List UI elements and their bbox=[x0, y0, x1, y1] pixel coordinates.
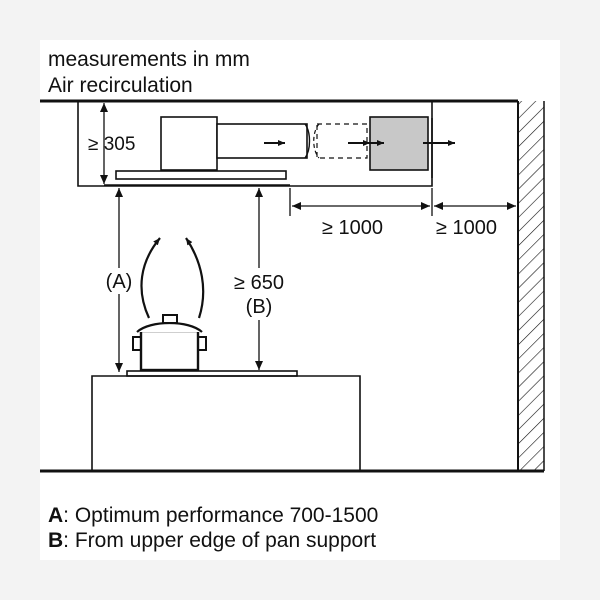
duct-extension-dashed bbox=[313, 123, 368, 159]
header-mode: Air recirculation bbox=[48, 74, 193, 97]
label-a-backing bbox=[101, 268, 137, 294]
legend-key-a: A bbox=[48, 504, 63, 527]
cooking-pot bbox=[132, 314, 207, 372]
hood-motor-housing bbox=[160, 116, 218, 171]
label-wall-clearance: ≥ 1000 bbox=[436, 217, 497, 239]
header-measurements: measurements in mm bbox=[48, 48, 250, 71]
label-min-height: ≥ 650 bbox=[234, 272, 284, 294]
label-b: (B) bbox=[246, 296, 273, 318]
legend-key-b: B bbox=[48, 529, 63, 552]
duct-pipe bbox=[216, 123, 308, 159]
label-b-backing bbox=[222, 268, 298, 320]
wall bbox=[517, 101, 545, 471]
steam-arrow-right bbox=[185, 237, 205, 319]
label-duct-length: ≥ 1000 bbox=[322, 217, 383, 239]
label-a: (A) bbox=[106, 271, 133, 293]
duct-break-mark bbox=[304, 123, 311, 159]
legend-item-b: B: From upper edge of pan support bbox=[48, 529, 376, 552]
legend-text-a: : Optimum performance 700-1500 bbox=[63, 504, 378, 527]
steam-arrow-left bbox=[140, 237, 161, 319]
hood-panel bbox=[115, 170, 287, 180]
worktop bbox=[91, 375, 361, 471]
legend-item-a: A: Optimum performance 700-1500 bbox=[48, 504, 378, 527]
legend-text-b: : From upper edge of pan support bbox=[63, 529, 376, 552]
label-hood-height: ≥ 305 bbox=[88, 134, 135, 155]
